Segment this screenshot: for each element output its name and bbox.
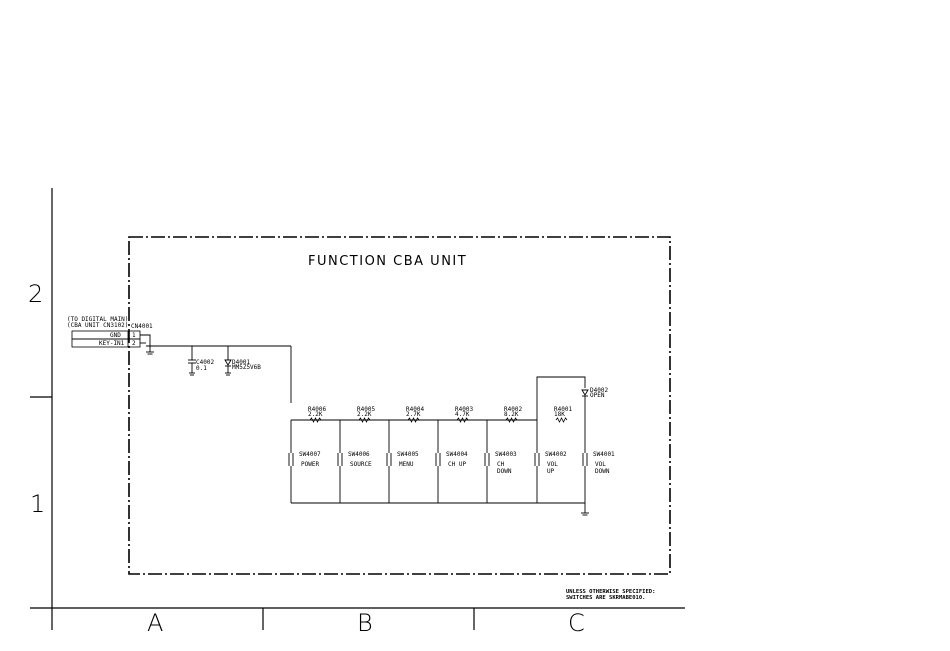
switch-ref: SW4004 <box>446 451 468 458</box>
connector-pin-num: 1 <box>132 332 136 339</box>
switch-label: POWER <box>301 461 319 468</box>
diode-value: MM5Z5V6B <box>232 364 261 371</box>
switch-ref: SW4005 <box>397 451 419 458</box>
grid-frame <box>30 188 685 630</box>
wires <box>140 334 292 403</box>
connector-pin-name: KEY-IN1 <box>99 340 125 347</box>
switch-ref: SW4003 <box>495 451 517 458</box>
resistor-symbol <box>456 417 469 423</box>
resistor-ref: R4006 <box>308 406 326 413</box>
diode-ref: D4002 <box>590 387 608 394</box>
resistor-value: 2.7K <box>406 411 421 418</box>
switch-ref: SW4007 <box>299 451 321 458</box>
capacitor-value: 0.1 <box>196 365 207 372</box>
switch-label: VOL <box>547 461 558 468</box>
resistor-ref: R4004 <box>406 406 424 413</box>
resistor-value: 2.2K <box>308 411 323 418</box>
switch-ref: SW4006 <box>348 451 370 458</box>
switch-label: MENU <box>399 461 414 468</box>
capacitor-c4002 <box>188 346 196 376</box>
resistor-ref: R4002 <box>504 406 522 413</box>
connector-ref: CN4001 <box>131 323 153 330</box>
capacitor-ref: C4002 <box>196 359 214 366</box>
connector-note: (CBA UNIT CN3102) <box>67 322 128 329</box>
grid-row-label: 1 <box>30 490 45 518</box>
resistor-ref: R4005 <box>357 406 375 413</box>
diode-value: OPEN <box>590 392 605 399</box>
board-title: FUNCTION CBA UNIT <box>308 254 467 269</box>
switch-ref: SW4002 <box>545 451 567 458</box>
board-outline <box>128 236 671 575</box>
connector-cn4001: (TO DIGITAL MAIN) (CBA UNIT CN3102) CN40… <box>67 316 153 348</box>
resistor-symbol <box>505 417 518 423</box>
diode-d4001 <box>224 346 232 376</box>
switch-label: DOWN <box>595 468 610 475</box>
switch-label: CH UP <box>448 461 466 468</box>
resistor-value: 18K <box>554 411 565 418</box>
switch-label: UP <box>547 468 555 475</box>
switch-note: UNLESS OTHERWISE SPECIFIED: <box>566 589 655 595</box>
resistor-value: 4.7K <box>455 411 470 418</box>
resistor-switch-ladder: R40062.2KR40052.2KR40042.7KR40034.7KR400… <box>288 403 615 516</box>
diode-d4002 <box>536 376 589 420</box>
resistor-symbol <box>358 417 371 423</box>
switch-label: SOURCE <box>350 461 372 468</box>
grid-col-label: C <box>568 609 585 637</box>
resistor-symbol <box>555 417 568 423</box>
switch-ref: SW4001 <box>593 451 615 458</box>
resistor-value: 8.2K <box>504 411 519 418</box>
resistor-value: 2.2K <box>357 411 372 418</box>
resistor-ref: R4003 <box>455 406 473 413</box>
resistor-symbol <box>407 417 420 423</box>
switch-label: DOWN <box>497 468 512 475</box>
grid-col-label: B <box>357 609 373 637</box>
connector-pin-num: 2 <box>132 340 136 347</box>
switch-label: CH <box>497 461 505 468</box>
switch-note: SWITCHES ARE SKRMABE010. <box>566 595 645 601</box>
grid-col-label: A <box>147 609 163 637</box>
connector-note: (TO DIGITAL MAIN) <box>67 316 128 323</box>
resistor-ref: R4001 <box>554 406 572 413</box>
connector-pin-name: GND <box>110 332 121 339</box>
switch-label: VOL <box>595 461 606 468</box>
grid-row-label: 2 <box>28 280 43 308</box>
diode-ref: D4001 <box>232 359 250 366</box>
resistor-symbol <box>309 417 322 423</box>
